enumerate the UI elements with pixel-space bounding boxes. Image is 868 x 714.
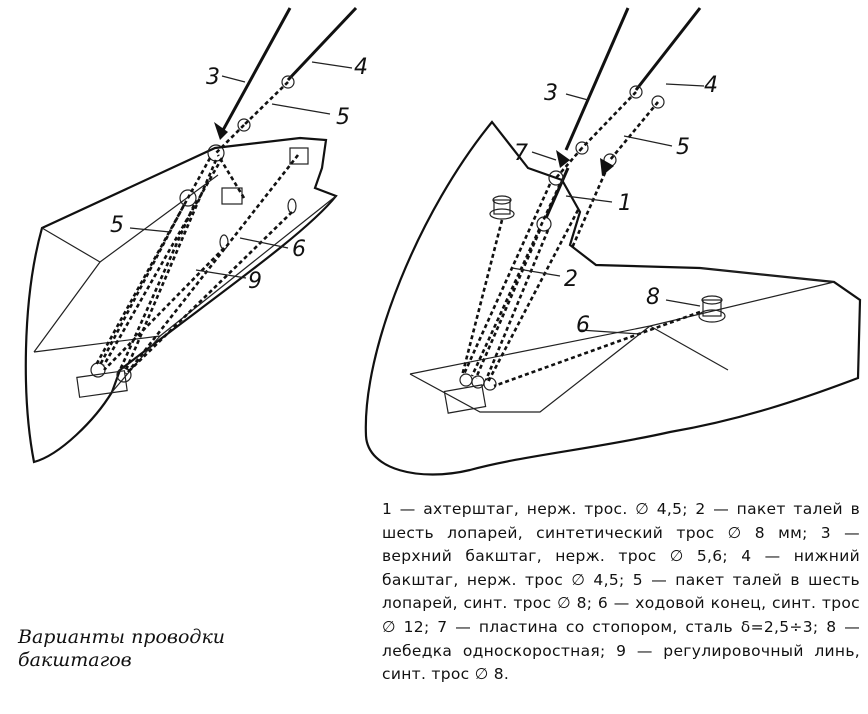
- right-block-top-1: [629, 85, 643, 99]
- left-leader-4: [311, 61, 353, 69]
- left-label-5-top: 5: [336, 105, 350, 130]
- left-leader-3: [221, 75, 246, 83]
- right-rope-a: [581, 91, 637, 149]
- left-leader-9: [195, 269, 247, 279]
- right-stay-3: [564, 7, 630, 151]
- right-rope-j: [493, 310, 701, 388]
- left-rope-j: [103, 247, 225, 371]
- left-rope-i: [125, 211, 293, 375]
- left-rope-f: [118, 204, 196, 371]
- right-rope-f: [474, 229, 542, 379]
- left-rope-h: [126, 154, 300, 373]
- right-rope-b: [608, 101, 660, 161]
- left-stopper: [214, 122, 228, 140]
- left-block-mid: [237, 118, 251, 132]
- right-rope-k: [570, 165, 610, 249]
- right-block-base-2: [471, 375, 485, 389]
- right-leader-3: [565, 93, 589, 101]
- right-rope-i: [460, 219, 504, 377]
- left-stay-3: [220, 7, 292, 133]
- right-leader-6: [579, 329, 641, 335]
- right-label-8: 8: [646, 285, 660, 310]
- right-deck-line-2: [649, 325, 729, 371]
- left-fitting-2: [289, 147, 309, 165]
- right-leader-8: [665, 299, 701, 307]
- left-deck-line-1: [33, 227, 101, 353]
- left-label-4: 4: [354, 55, 368, 80]
- left-block-middle: [179, 189, 197, 207]
- legend-text: 1 — ахтерштаг, нерж. трос. ∅ 4,5; 2 — па…: [382, 500, 860, 684]
- left-label-5-side: 5: [110, 213, 124, 238]
- right-stopper-1: [556, 150, 570, 168]
- right-label-6: 6: [576, 313, 590, 338]
- right-block-upper: [548, 170, 564, 186]
- right-rope-e: [470, 183, 562, 377]
- left-rope-g: [124, 159, 218, 371]
- right-winch-8: [698, 295, 726, 323]
- right-label-7: 7: [514, 141, 528, 166]
- right-leader-7: [531, 151, 557, 161]
- left-stay-4: [286, 6, 358, 82]
- right-leader-4: [665, 83, 705, 87]
- right-rope-d: [462, 183, 552, 375]
- left-eye-2: [219, 234, 229, 250]
- left-hull: [24, 136, 338, 464]
- left-block-top: [281, 75, 295, 89]
- right-block-base-1: [459, 373, 473, 387]
- right-deck-line-1: [409, 281, 835, 375]
- right-label-4: 4: [704, 73, 718, 98]
- left-block-base-2: [116, 367, 132, 383]
- left-leader-5b: [129, 227, 171, 233]
- right-label-1: 1: [618, 191, 632, 216]
- left-rope-a: [243, 81, 289, 126]
- left-rope-k: [216, 154, 246, 199]
- left-label-3: 3: [206, 65, 220, 90]
- left-rope-c: [94, 157, 212, 366]
- right-stay-4: [634, 7, 702, 91]
- right-plate: [443, 384, 487, 414]
- right-label-2: 2: [564, 267, 578, 292]
- left-label-9: 9: [248, 269, 262, 294]
- left-deck-line-3: [33, 195, 337, 353]
- right-label-5: 5: [676, 135, 690, 160]
- left-rope-d: [102, 157, 224, 366]
- right-label-3: 3: [544, 81, 558, 106]
- right-block-top-2: [651, 95, 665, 109]
- right-figure: 3 4 7 5 1 2 8 6: [364, 7, 862, 476]
- right-leader-1: [565, 195, 613, 203]
- right-rope-g: [484, 229, 550, 381]
- left-label-6: 6: [292, 237, 306, 262]
- left-deck-line-2: [99, 174, 219, 263]
- right-leader-2: [511, 267, 561, 277]
- left-eye-1: [287, 198, 297, 214]
- right-block-mid-1: [575, 141, 589, 155]
- left-plate: [76, 370, 128, 398]
- right-deck-line-4: [699, 267, 835, 283]
- left-leader-6: [239, 237, 289, 249]
- left-leader-5a: [271, 103, 331, 115]
- right-winch-left: [489, 195, 515, 220]
- right-rope-h: [486, 209, 580, 383]
- left-figure: 3 4 5 5 6 9: [24, 6, 368, 464]
- figure-caption: Варианты проводки бакштагов: [18, 626, 226, 671]
- right-hull: [364, 120, 862, 476]
- right-leader-5: [623, 135, 673, 147]
